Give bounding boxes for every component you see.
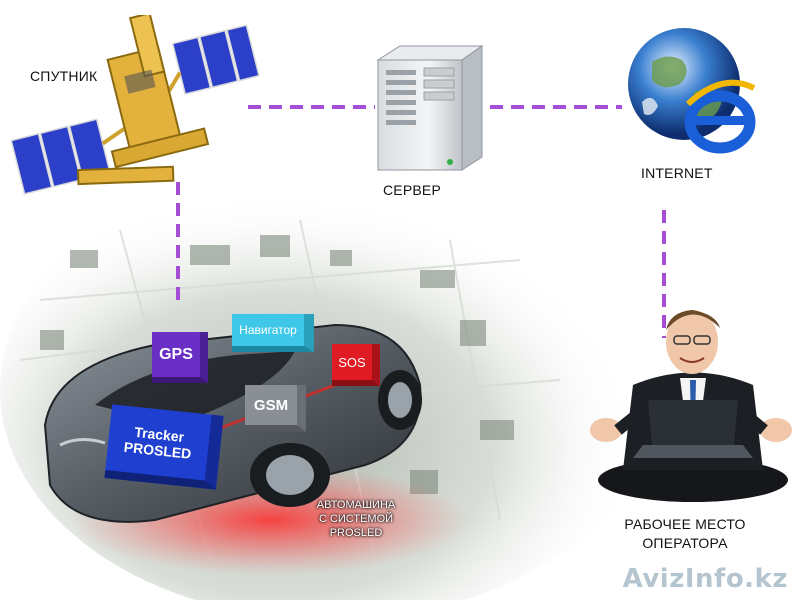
sos-module-label: SOS <box>338 354 366 370</box>
operator-label: РАБОЧЕЕ МЕСТО ОПЕРАТОРА <box>610 515 760 553</box>
internet-label: INTERNET <box>641 165 713 181</box>
tracker-module: Tracker PROSLED <box>104 404 224 490</box>
operator-label-line2: ОПЕРАТОРА <box>642 535 728 551</box>
operator-label-line1: РАБОЧЕЕ МЕСТО <box>624 516 746 532</box>
gps-module-label: GPS <box>159 345 193 363</box>
gsm-module-label: GSM <box>253 396 289 414</box>
satellite-icon <box>10 15 260 195</box>
gps-module: GPS <box>152 332 208 383</box>
navigator-module: Навигатор <box>232 314 314 352</box>
car-caption-line1: АВТОМАШИНА <box>316 499 396 511</box>
sos-module: SOS <box>332 344 380 386</box>
satellite-label: СПУТНИК <box>30 68 98 84</box>
server-label: СЕРВЕР <box>383 182 441 198</box>
internet-explorer-globe-icon <box>628 28 756 154</box>
car-caption-line2: С СИСТЕМОЙ <box>318 513 394 525</box>
car-caption-line3: PROSLED <box>329 527 383 539</box>
navigator-module-label: Навигатор <box>239 323 297 337</box>
car-caption: АВТОМАШИНА С СИСТЕМОЙ PROSLED <box>296 498 416 540</box>
person-with-laptop-icon <box>590 310 792 502</box>
gsm-module: GSM <box>245 385 306 432</box>
watermark: AvizInfo.kz <box>622 564 788 594</box>
server-icon <box>376 45 484 171</box>
